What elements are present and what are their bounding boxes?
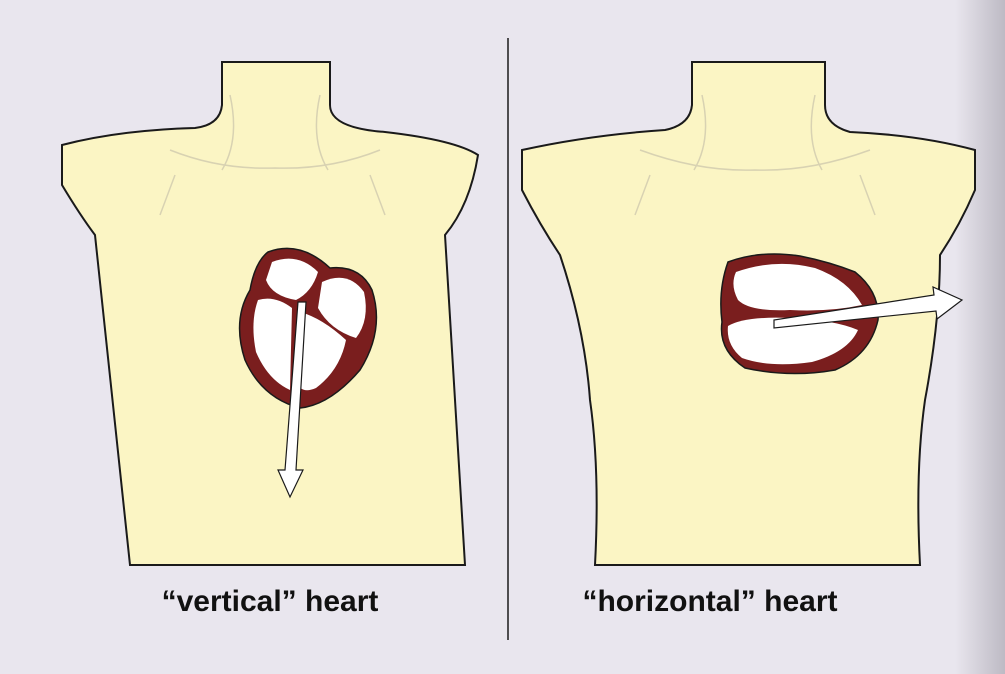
page-edge-shadow [955,0,1005,674]
caption-vertical-heart: “vertical” heart [80,585,460,619]
caption-horizontal-heart: “horizontal” heart [520,585,900,619]
